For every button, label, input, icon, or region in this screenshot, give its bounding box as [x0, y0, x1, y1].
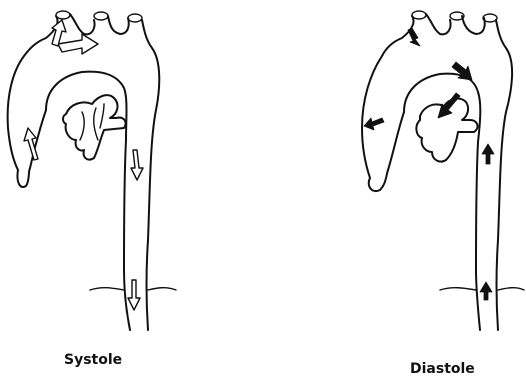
systole-caption: Systole: [64, 352, 122, 368]
diastole-caption: Diastole: [410, 361, 475, 377]
diastole-arrow-root: [438, 93, 460, 118]
diastole-arrow-arch-branch: [408, 28, 420, 46]
diastole-arrow-descending-lower: [480, 282, 492, 300]
diastole-ascending-inner: [388, 112, 404, 170]
systole-branch-3: [128, 14, 142, 22]
systole-branch-2: [94, 12, 108, 20]
systole-branch-1: [56, 11, 70, 19]
systole-arrow-descending-lower: [128, 280, 140, 310]
diastole-aortic-wall-outer: [362, 14, 512, 330]
systole-arrow-arch-branch: [52, 20, 66, 46]
diastole-arrow-descending-upper: [482, 144, 494, 164]
systole-arrow-descending-upper: [131, 150, 143, 180]
systole-valve-leaflets: [80, 104, 104, 140]
diastole-branch-1: [412, 11, 426, 19]
diastole-arrow-arch: [452, 62, 472, 80]
systole-arrow-arch: [58, 34, 98, 54]
diastole-panel: [362, 11, 524, 330]
diastole-arrow-ascending: [364, 118, 384, 130]
systole-panel: [8, 11, 176, 330]
diastole-branch-3: [483, 14, 497, 22]
